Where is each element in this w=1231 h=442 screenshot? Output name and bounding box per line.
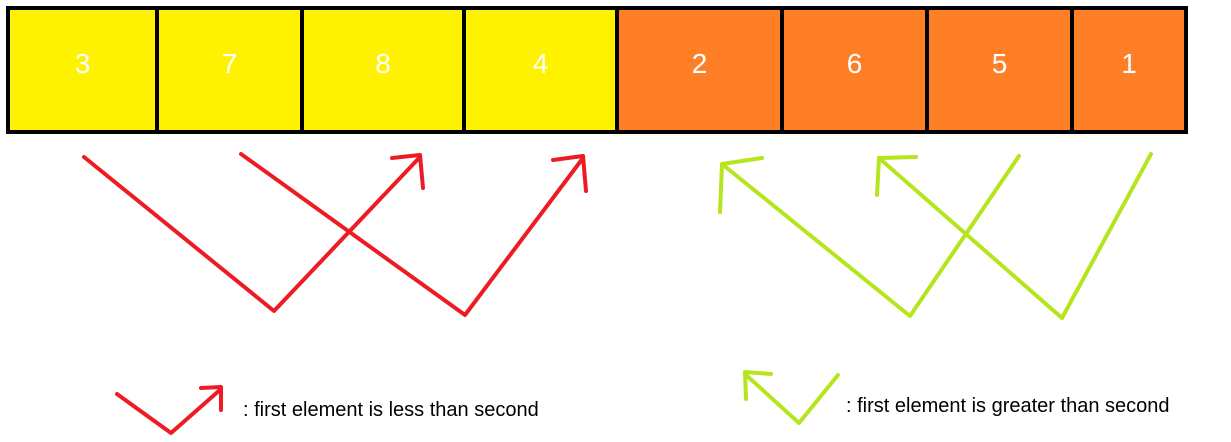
array-cell-3: 8 xyxy=(304,10,466,130)
array-bar: 3 7 8 4 2 6 5 1 xyxy=(6,6,1188,134)
array-cell-2: 7 xyxy=(159,10,304,130)
cell-value-5: 2 xyxy=(691,48,708,79)
green-arrow-1-to-5 xyxy=(877,152,1153,320)
array-cell-8: 1 xyxy=(1074,10,1184,130)
array-cell-6: 6 xyxy=(784,10,929,130)
red-arrow-head-2 xyxy=(551,154,588,193)
red-arrow-7-to-4 xyxy=(239,152,585,317)
cell-value-2: 7 xyxy=(221,48,238,79)
cell-value-7: 5 xyxy=(991,48,1008,79)
green-arrow-head-1 xyxy=(718,156,764,214)
legend-red-arrow-head xyxy=(199,385,223,412)
legend-green-text: : first element is greater than second xyxy=(846,395,1170,417)
legend-green-arrow-icon xyxy=(743,372,840,425)
red-arrow-3-to-8 xyxy=(82,155,422,313)
array-cell-5: 2 xyxy=(619,10,784,130)
green-arrow-head-2 xyxy=(875,155,918,197)
legend-red-arrow-icon xyxy=(115,387,223,435)
cell-value-3: 8 xyxy=(375,48,391,79)
cell-value-4: 4 xyxy=(532,48,549,79)
cell-value-6: 6 xyxy=(846,48,863,79)
legend-red-text: : first element is less than second xyxy=(243,399,539,421)
green-arrow-6-to-2 xyxy=(720,154,1021,318)
red-arrows xyxy=(82,152,588,435)
array-cell-7: 5 xyxy=(929,10,1074,130)
legend-green-arrow-head xyxy=(743,370,773,401)
array-cell-1: 3 xyxy=(10,10,159,130)
array-cell-4: 4 xyxy=(466,10,619,130)
cell-value-8: 1 xyxy=(1121,48,1137,79)
green-arrows xyxy=(718,152,1153,425)
red-arrow-head-1 xyxy=(390,153,425,190)
cell-value-1: 3 xyxy=(74,48,91,79)
